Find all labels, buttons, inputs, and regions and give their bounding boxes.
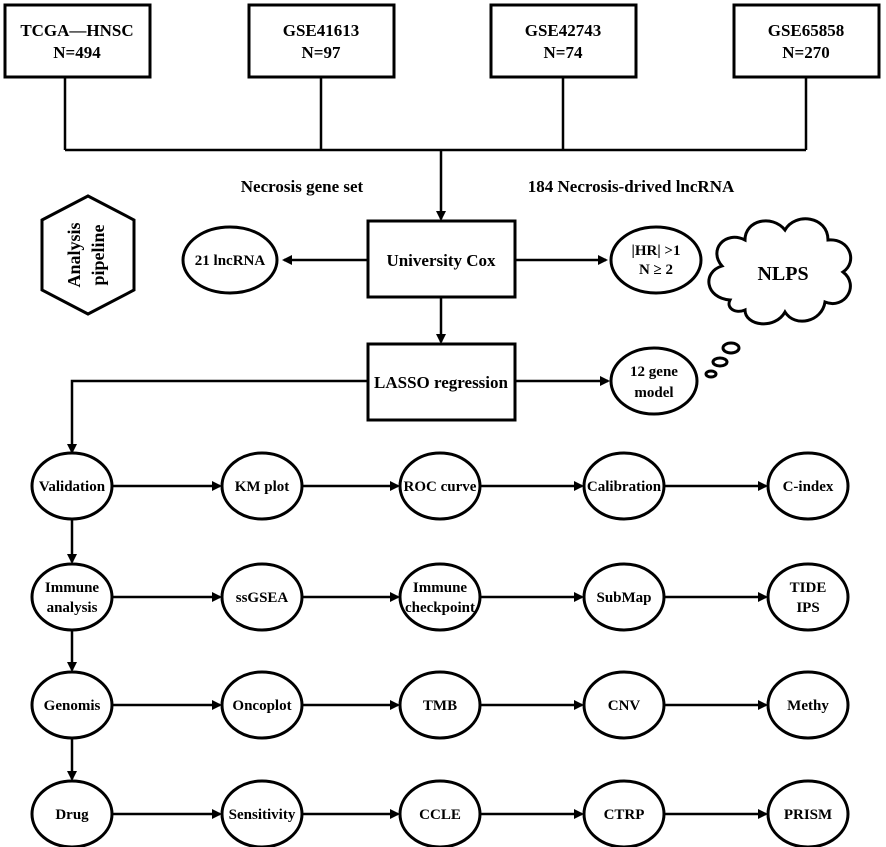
node-label: ROC curve bbox=[404, 479, 477, 495]
node-c-index: C-index bbox=[766, 451, 850, 521]
node-immune-checkpoint: Immune checkpoint bbox=[398, 562, 482, 632]
lncrna-21-ellipse: 21 lncRNA bbox=[181, 225, 279, 295]
node-ssgsea: ssGSEA bbox=[220, 562, 304, 632]
hr-criteria-line1: |HR| >1 bbox=[632, 243, 681, 259]
node-label: CNV bbox=[608, 698, 641, 714]
node-label: Methy bbox=[787, 698, 829, 714]
node-submap: SubMap bbox=[582, 562, 666, 632]
node-km-plot: KM plot bbox=[220, 451, 304, 521]
dataset-name: TCGA—HNSC bbox=[20, 21, 133, 40]
node-label: Oncoplot bbox=[232, 698, 291, 714]
dataset-box-gse41613: GSE41613 N=97 bbox=[247, 3, 396, 79]
univariate-cox-box: University Cox bbox=[366, 219, 517, 299]
node-label: CCLE bbox=[419, 807, 461, 823]
node-tmb: TMB bbox=[398, 670, 482, 740]
node-ccle: CCLE bbox=[398, 779, 482, 847]
node-label: CTRP bbox=[604, 807, 645, 823]
validation-row: Validation KM plot ROC curve Calibration C-i… bbox=[30, 451, 850, 564]
gene-model-ellipse: 12 gene model bbox=[609, 346, 699, 416]
node-oncoplot: Oncoplot bbox=[220, 670, 304, 740]
node-label: Drug bbox=[55, 807, 89, 823]
node-label: Validation bbox=[39, 479, 106, 495]
lasso-title: LASSO regression bbox=[374, 373, 509, 392]
node-label: TMB bbox=[423, 698, 457, 714]
dataset-box-gse65858: GSE65858 N=270 bbox=[732, 3, 881, 79]
pipeline-label-line1: Analysis bbox=[64, 222, 84, 287]
node-label: IPS bbox=[796, 600, 819, 616]
drug-row: Drug Sensitivity CCLE CTRP PRISM bbox=[30, 779, 850, 847]
node-label: TIDE bbox=[790, 580, 827, 596]
cox-title: University Cox bbox=[386, 251, 496, 270]
genomics-row: Genomis Oncoplot TMB CNV Methy bbox=[30, 670, 850, 781]
dataset-count: N=494 bbox=[53, 43, 101, 62]
node-label: ssGSEA bbox=[236, 590, 289, 606]
node-label: Genomis bbox=[44, 698, 101, 714]
node-calibration: Calibration bbox=[582, 451, 666, 521]
lasso-to-validation-arrow bbox=[67, 379, 368, 454]
dataset-count: N=270 bbox=[782, 43, 829, 62]
dataset-merge-connector bbox=[63, 77, 808, 221]
hr-criteria-line2: N ≥ 2 bbox=[639, 262, 673, 278]
node-label: checkpoint bbox=[405, 600, 475, 616]
dataset-box-gse42743: GSE42743 N=74 bbox=[489, 3, 638, 79]
node-tide-ips: TIDE IPS bbox=[766, 562, 850, 632]
immune-analysis-row: Immune analysis ssGSEA Immune checkpoint SubM… bbox=[30, 562, 850, 672]
pipeline-label-line2: pipeline bbox=[88, 224, 108, 285]
node-cnv: CNV bbox=[582, 670, 666, 740]
node-label: Calibration bbox=[587, 479, 662, 495]
node-label: Immune bbox=[413, 580, 468, 596]
analysis-pipeline-hexagon: Analysis pipeline bbox=[40, 194, 136, 316]
node-label: SubMap bbox=[596, 590, 651, 606]
nlps-thought-cloud: NLPS bbox=[704, 217, 853, 379]
node-label: PRISM bbox=[784, 807, 832, 823]
node-label: Immune bbox=[45, 580, 100, 596]
necrosis-gene-set-label: Necrosis gene set bbox=[241, 177, 364, 196]
dataset-box-tcga: TCGA—HNSC N=494 bbox=[3, 3, 152, 79]
dataset-name: GSE41613 bbox=[283, 21, 360, 40]
node-label: C-index bbox=[783, 479, 834, 495]
gene-model-line2: model bbox=[634, 385, 673, 401]
nlps-label: NLPS bbox=[757, 263, 808, 285]
node-ctrp: CTRP bbox=[582, 779, 666, 847]
lasso-regression-box: LASSO regression bbox=[366, 342, 517, 422]
gene-model-line1: 12 gene bbox=[630, 364, 678, 380]
dataset-name: GSE42743 bbox=[525, 21, 602, 40]
node-prism: PRISM bbox=[766, 779, 850, 847]
node-roc-curve: ROC curve bbox=[398, 451, 482, 521]
node-label: KM plot bbox=[235, 479, 290, 495]
dataset-name: GSE65858 bbox=[768, 21, 845, 40]
node-immune-analysis: Immune analysis bbox=[30, 562, 114, 632]
dataset-count: N=97 bbox=[302, 43, 341, 62]
node-label: Sensitivity bbox=[229, 807, 296, 823]
lncrna-21-label: 21 lncRNA bbox=[195, 253, 266, 269]
dataset-count: N=74 bbox=[544, 43, 583, 62]
hr-criteria-ellipse: |HR| >1 N ≥ 2 bbox=[609, 225, 703, 295]
node-drug: Drug bbox=[30, 779, 114, 847]
lncrna-count-label: 184 Necrosis-drived lncRNA bbox=[528, 177, 735, 196]
node-label: analysis bbox=[47, 600, 98, 616]
node-sensitivity: Sensitivity bbox=[220, 779, 304, 847]
node-genomis: Genomis bbox=[30, 670, 114, 740]
analysis-rows: Validation KM plot ROC curve Calibration C-i… bbox=[30, 451, 850, 847]
node-methy: Methy bbox=[766, 670, 850, 740]
node-validation: Validation bbox=[30, 451, 114, 521]
